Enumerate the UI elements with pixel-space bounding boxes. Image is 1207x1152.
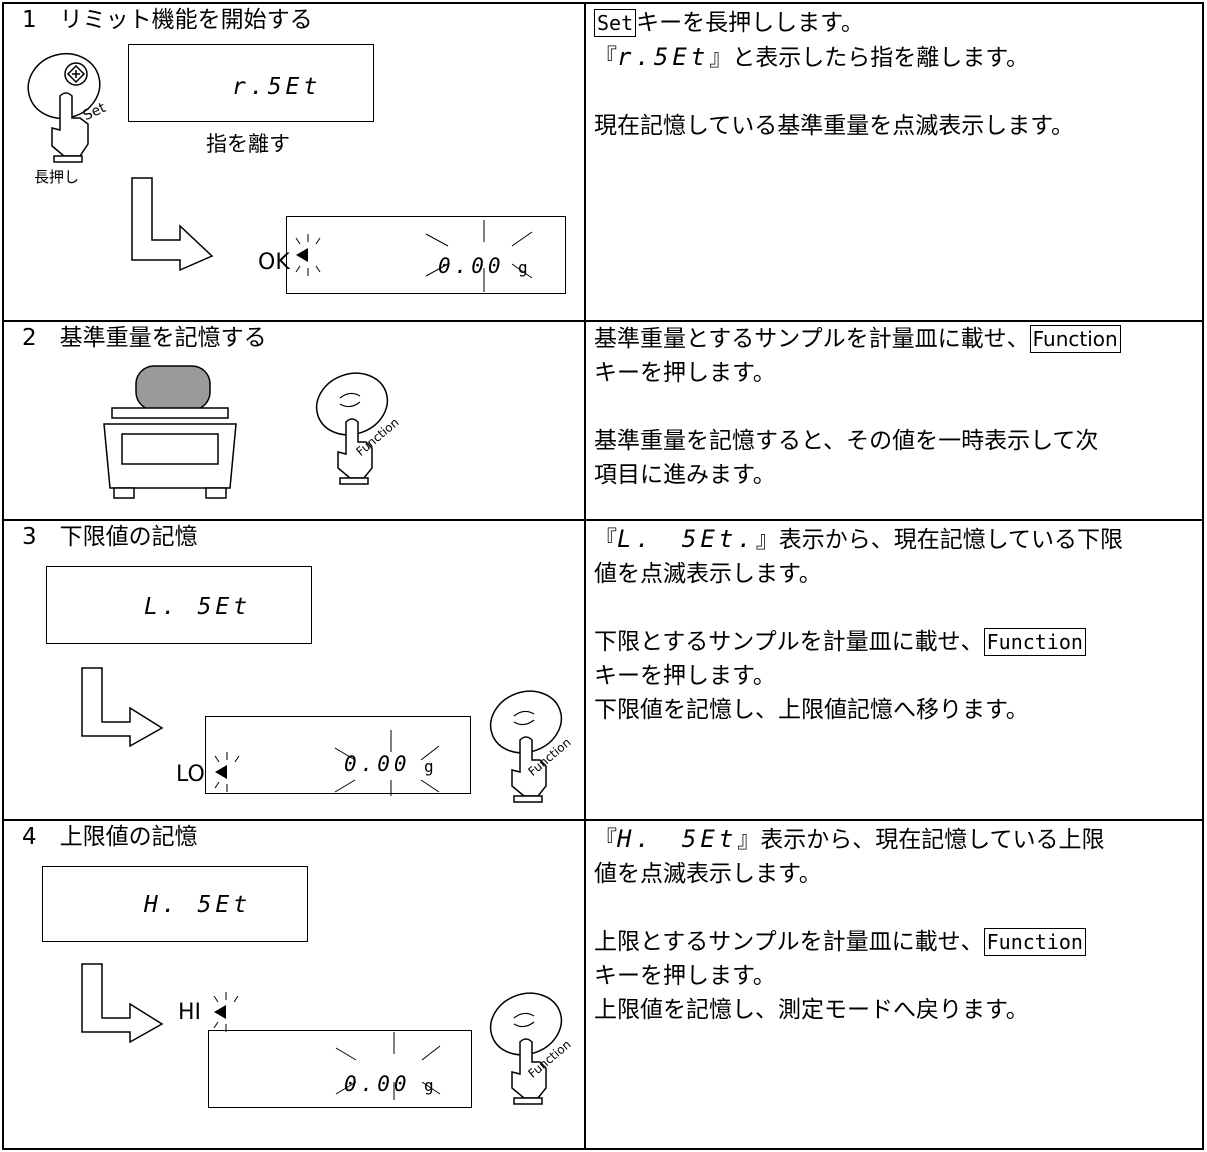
display-panel <box>205 716 471 794</box>
weight-readout: 0.00 <box>438 254 505 278</box>
scale-icon <box>103 365 237 499</box>
blink-indicator-icon <box>213 992 441 1100</box>
unit-label: g <box>518 258 528 277</box>
desc-text: 』表示から、現在記憶している上限 <box>737 827 1105 853</box>
step-4-description: 『H. 5Et』表示から、現在記憶している上限 値を点滅表示します。 上限とする… <box>594 822 1105 1027</box>
display-code: r.5Et <box>617 43 710 71</box>
blink-indicator-icon <box>295 220 533 292</box>
function-key-ref: Function <box>1029 325 1121 353</box>
desc-text: 』と表示したら指を離します。 <box>709 45 1029 71</box>
step-1-title: 1 リミット機能を開始する <box>22 7 313 33</box>
row-divider <box>4 819 1202 821</box>
display-readout: L. 5Et <box>144 594 252 620</box>
desc-text: 上限とするサンプルを計量皿に載せ、 <box>594 929 984 955</box>
function-key-press-icon <box>315 372 389 485</box>
desc-text: 下限値を記憶し、上限値記憶へ移ります。 <box>594 697 1029 723</box>
column-divider <box>584 4 586 1148</box>
display-panel <box>208 1030 472 1108</box>
lo-label: LO <box>176 762 205 787</box>
row-divider <box>4 519 1202 521</box>
step-2-description: 基準重量とするサンプルを計量皿に載せ、Function キーを押します。 基準重… <box>594 322 1121 492</box>
display-readout: H. 5Et <box>144 892 252 918</box>
desc-text: 上限値を記憶し、測定モードへ戻ります。 <box>594 997 1029 1023</box>
long-press-label: 長押し <box>34 168 80 186</box>
unit-label: g <box>424 1076 434 1095</box>
unit-label: g <box>424 757 434 776</box>
desc-text: キーを押します。 <box>594 963 776 989</box>
next-arrow-icon <box>81 963 164 1044</box>
release-finger-label: 指を離す <box>206 132 290 156</box>
weight-readout: 0.00 <box>344 1072 411 1096</box>
weight-readout: 0.00 <box>344 752 411 776</box>
display-panel <box>42 866 308 942</box>
display-panel <box>46 566 312 644</box>
desc-text: キーを押します。 <box>594 360 776 386</box>
row-divider <box>4 320 1202 322</box>
desc-text: 現在記憶している基準重量を点滅表示します。 <box>594 113 1075 139</box>
ok-label: OK <box>258 250 290 275</box>
desc-text: 』表示から、現在記憶している下限 <box>755 527 1124 553</box>
desc-text: 『 <box>594 527 617 553</box>
next-arrow-icon <box>81 667 164 748</box>
step-3-title: 3 下限値の記憶 <box>22 524 198 550</box>
blink-indicator-icon <box>214 730 440 796</box>
function-key-ref: Function <box>983 628 1086 656</box>
set-key-ref: Set <box>594 9 637 37</box>
step-2-title: 2 基準重量を記憶する <box>22 325 267 351</box>
desc-text: 項目に進みます。 <box>594 462 776 488</box>
desc-text: 基準重量とするサンプルを計量皿に載せ、 <box>594 326 1030 352</box>
function-key-ref: Function <box>983 928 1086 956</box>
display-readout: r.5Et <box>232 74 322 100</box>
step-3-description: 『L. 5Et.』表示から、現在記憶している下限 値を点滅表示します。 下限とす… <box>594 522 1123 727</box>
desc-text: 基準重量を記憶すると、その値を一時表示して次 <box>594 428 1099 454</box>
display-panel <box>286 216 566 294</box>
desc-text: キーを長押しします。 <box>636 10 864 36</box>
function-key-press-icon <box>489 992 563 1105</box>
desc-text: キーを押します。 <box>594 663 776 689</box>
display-code: H. 5Et <box>617 825 738 853</box>
set-key-press-icon <box>27 52 101 163</box>
next-arrow-icon <box>131 177 214 272</box>
desc-text: 値を点滅表示します。 <box>594 861 822 887</box>
desc-text: 値を点滅表示します。 <box>594 561 822 587</box>
step-4-title: 4 上限値の記憶 <box>22 824 198 850</box>
desc-text: 『 <box>594 827 617 853</box>
desc-text: 『 <box>594 45 617 71</box>
display-code: L. 5Et. <box>617 525 756 553</box>
hi-label: HI <box>178 1000 202 1025</box>
display-panel <box>128 44 374 122</box>
desc-text: 下限とするサンプルを計量皿に載せ、 <box>594 629 984 655</box>
function-key-press-icon <box>489 690 563 803</box>
